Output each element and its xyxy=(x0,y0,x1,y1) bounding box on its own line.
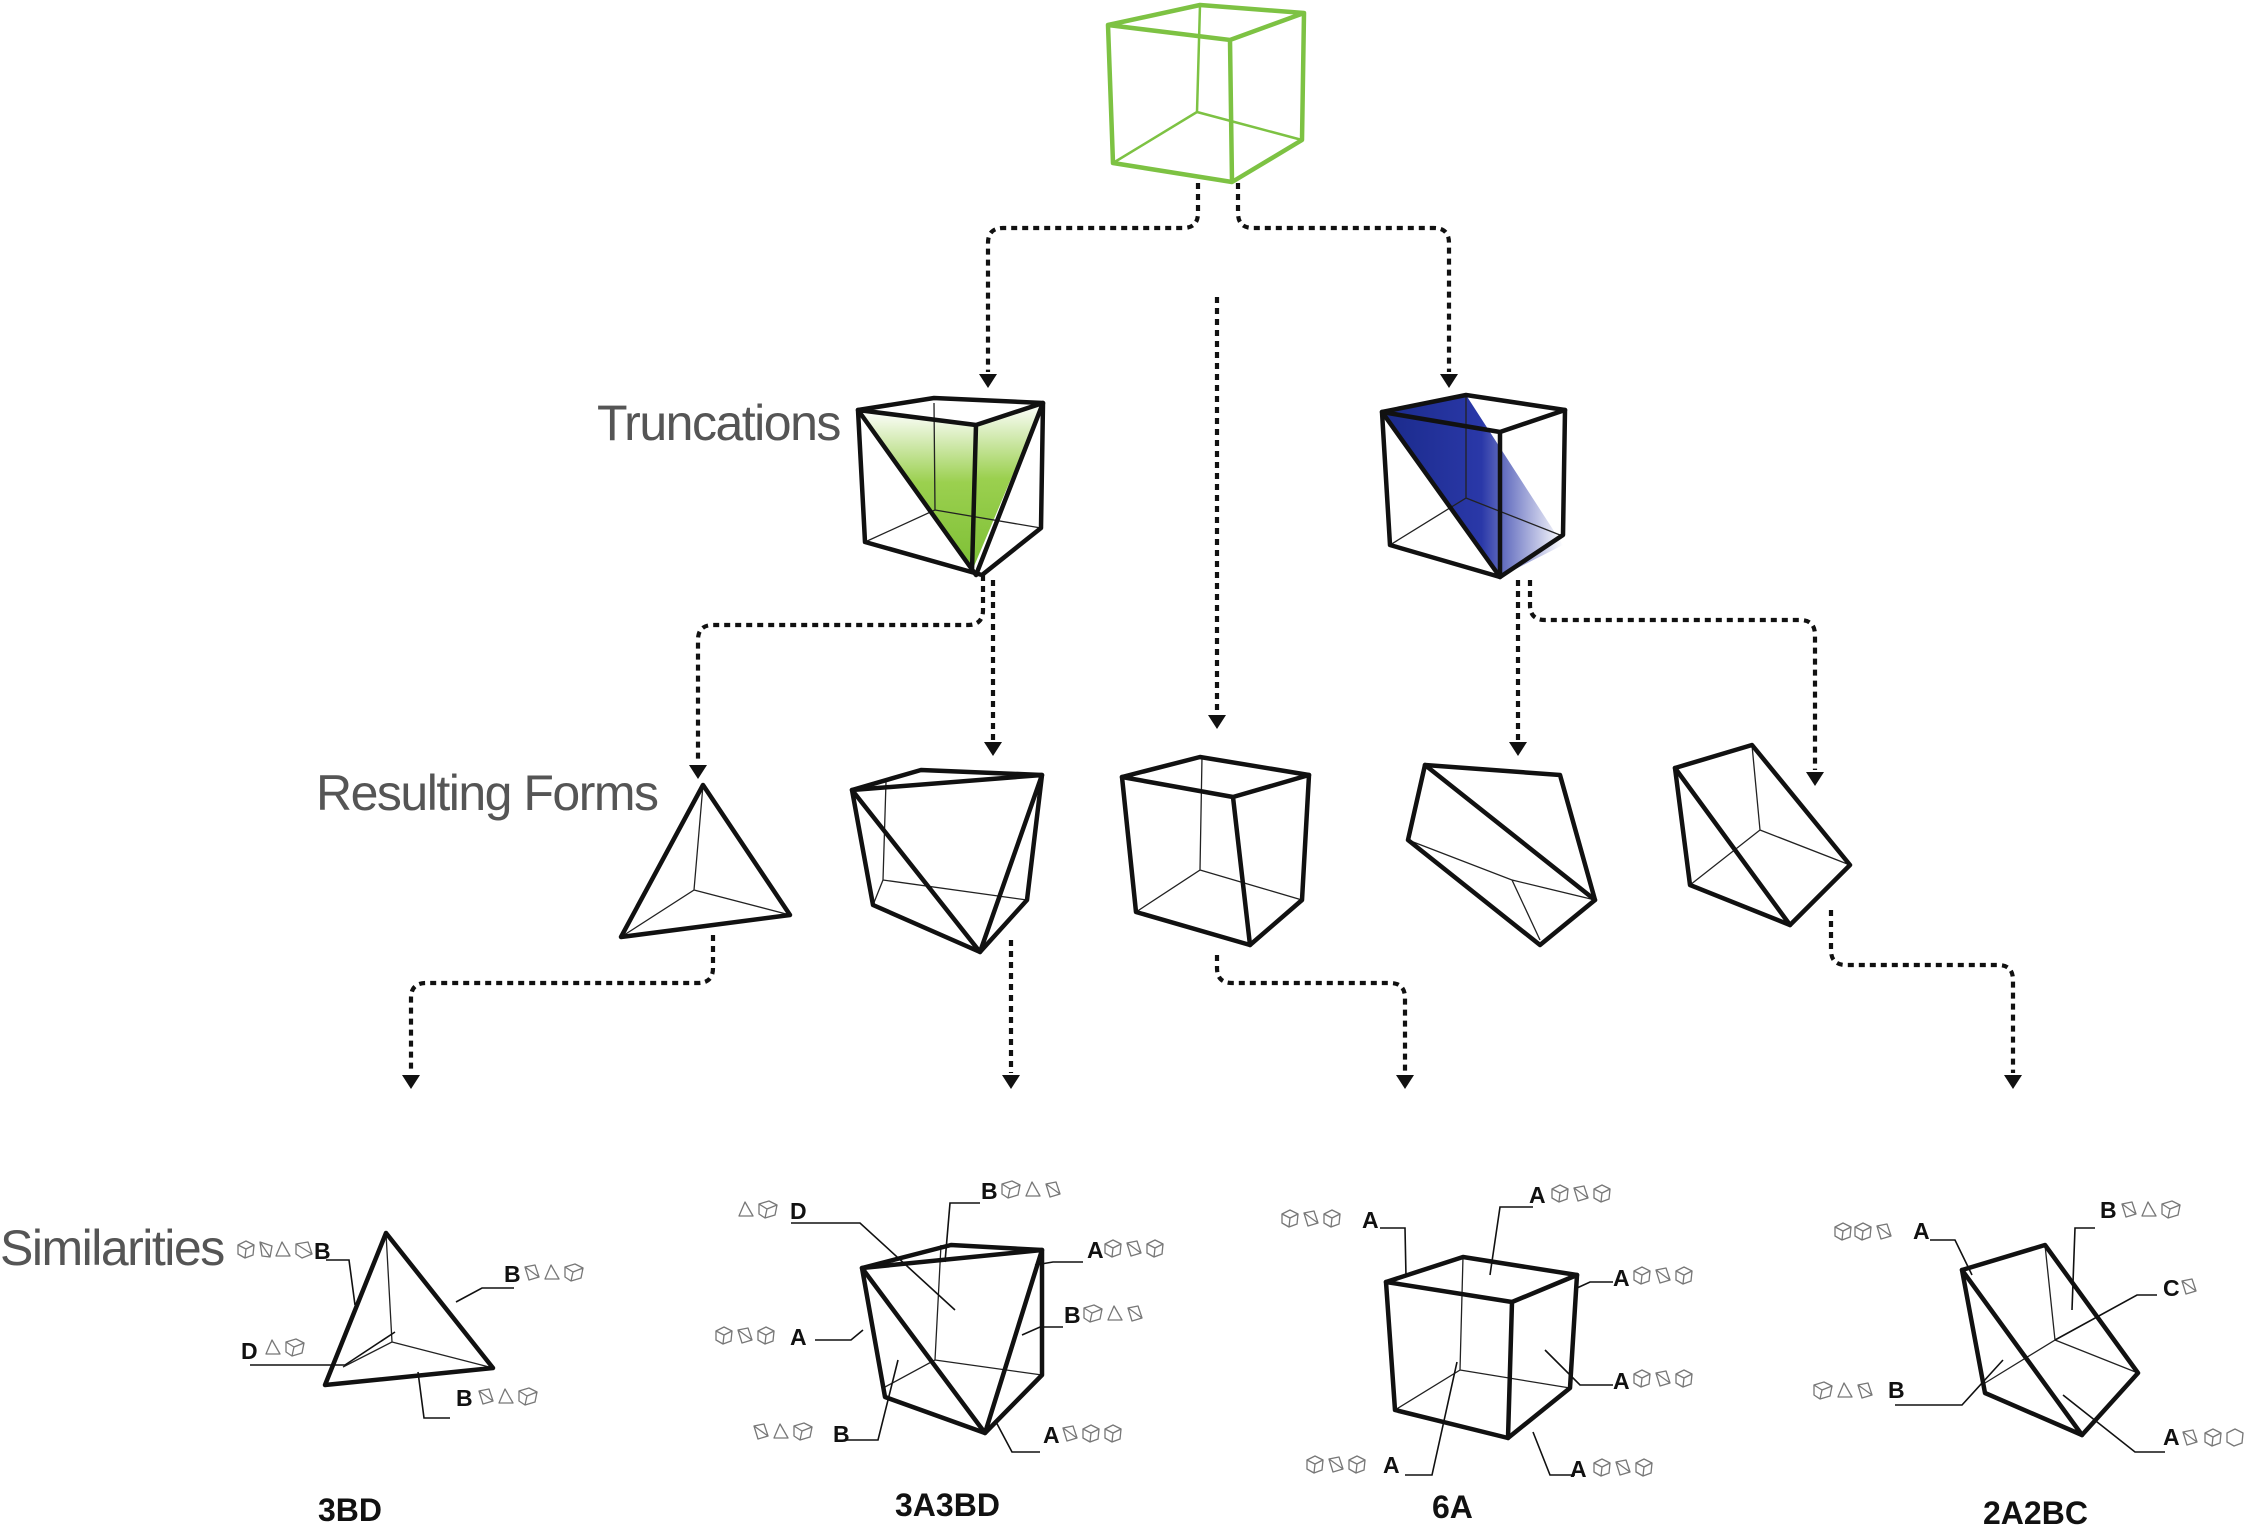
mini-icon-group xyxy=(1551,1184,1611,1203)
mini-icon-group xyxy=(1281,1209,1341,1228)
label-3bd-b1: B xyxy=(314,1238,331,1264)
mini-icon-group xyxy=(478,1387,538,1406)
label-3bd-b2: B xyxy=(504,1261,521,1287)
mini-icon-group xyxy=(1593,1458,1653,1477)
label-2a2bc-a1: A xyxy=(1913,1218,1930,1244)
form-pentagon xyxy=(1405,762,1598,948)
label-6a-3: A xyxy=(1613,1265,1630,1291)
label-3a3bd-d: D xyxy=(790,1198,807,1224)
mini-icon-group xyxy=(738,1200,778,1219)
mini-icon-group xyxy=(237,1240,313,1259)
mini-icon-group xyxy=(1083,1304,1143,1323)
form-code-3a3bd: 3A3BD xyxy=(895,1487,1000,1523)
label-3a3bd-b1: B xyxy=(981,1178,998,1204)
mini-icon-group xyxy=(1633,1266,1693,1285)
label-3a3bd-b3: B xyxy=(833,1421,850,1447)
form-tetrahedron xyxy=(618,782,793,940)
mini-icon-group xyxy=(1001,1180,1061,1199)
similarity-3a3bd: D B A B A B A xyxy=(715,1178,1164,1523)
label-6a-1: A xyxy=(1529,1182,1546,1208)
label-2a2bc-c: C xyxy=(2163,1275,2180,1301)
label-3bd-b3: B xyxy=(456,1385,473,1411)
form-code-3bd: 3BD xyxy=(318,1492,382,1528)
mini-icon-group xyxy=(753,1422,813,1441)
mini-icon-group xyxy=(524,1263,584,1282)
section-label-resulting-forms: Resulting Forms xyxy=(316,765,658,821)
label-2a2bc-b1: B xyxy=(2100,1197,2117,1223)
section-label-truncations: Truncations xyxy=(597,395,840,451)
mini-icon-group xyxy=(2181,1278,2197,1295)
label-6a-2: A xyxy=(1362,1207,1379,1233)
label-3a3bd-a3: A xyxy=(1043,1422,1060,1448)
mini-icon-group xyxy=(2121,1200,2181,1219)
section-label-similarities: Similarities xyxy=(0,1220,224,1276)
mini-icon-group xyxy=(715,1326,775,1345)
form-prism xyxy=(1672,742,1853,928)
form-code-2a2bc: 2A2BC xyxy=(1983,1495,2088,1531)
mini-icon-group xyxy=(1062,1424,1122,1443)
mini-icon-group xyxy=(1633,1369,1693,1388)
mini-icon-group xyxy=(2182,1428,2244,1447)
label-3a3bd-b2: B xyxy=(1064,1302,1081,1328)
label-2a2bc-a2: A xyxy=(2163,1424,2180,1450)
form-code-6a: 6A xyxy=(1432,1489,1473,1525)
source-cube xyxy=(1105,2,1307,185)
label-3bd-d: D xyxy=(241,1338,258,1364)
green-truncated-cube xyxy=(855,395,1046,578)
label-3a3bd-a2: A xyxy=(790,1324,807,1350)
blue-truncated-cube xyxy=(1379,392,1568,580)
mini-icon-group xyxy=(265,1338,305,1357)
mini-icon-group xyxy=(1813,1381,1873,1400)
similarity-3bd: B B D B 3BD xyxy=(237,1230,584,1528)
connectors xyxy=(402,183,2022,1089)
form-cube xyxy=(1119,754,1312,948)
mini-icon-group xyxy=(1306,1455,1366,1474)
label-6a-5: A xyxy=(1383,1452,1400,1478)
label-6a-4: A xyxy=(1613,1368,1630,1394)
form-truncated-cube xyxy=(849,767,1045,955)
mini-icon-group xyxy=(1104,1239,1164,1258)
similarity-6a: A A A A A A xyxy=(1281,1182,1693,1525)
mini-icon-group xyxy=(1834,1222,1892,1241)
label-2a2bc-b2: B xyxy=(1888,1377,1905,1403)
label-6a-6: A xyxy=(1570,1456,1587,1482)
label-3a3bd-a1: A xyxy=(1087,1237,1104,1263)
similarity-2a2bc: A B C B A 2A2BC xyxy=(1813,1197,2244,1531)
